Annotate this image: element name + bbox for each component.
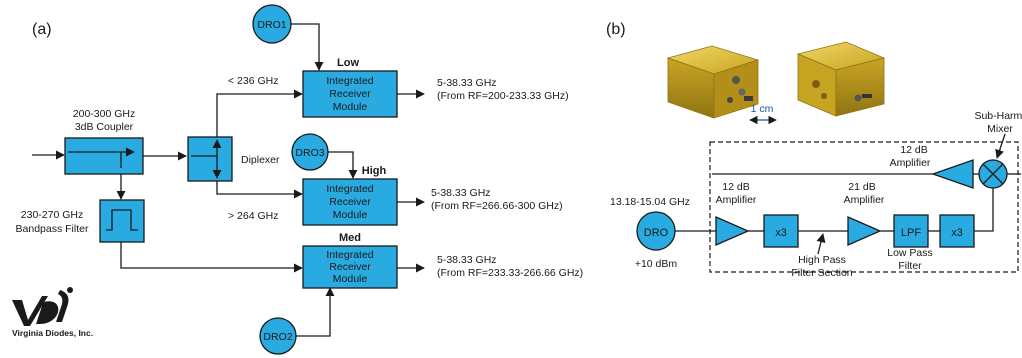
- coupler-label-1: 200-300 GHz: [73, 108, 135, 120]
- lpf-label: LPF: [901, 227, 921, 239]
- receiver-high-l1: Integrated: [326, 183, 373, 195]
- vdi-logo-mark: [12, 287, 73, 326]
- dro3-arrow: [328, 151, 358, 179]
- hpf-label-1: High Pass: [798, 254, 846, 266]
- receiver-photo-1: [666, 45, 760, 119]
- dro2-label: DRO2: [263, 331, 292, 343]
- panel-a-label: (a): [32, 21, 52, 38]
- bandpass-label-2: Bandpass Filter: [16, 223, 89, 235]
- receiver-med-l1: Integrated: [326, 249, 373, 261]
- receiver-high-out1: 5-38.33 GHz: [431, 187, 491, 199]
- receiver-low-out2: (From RF=200-233.33 GHz): [437, 90, 569, 102]
- hpf-label-2: Filter Section: [791, 267, 852, 279]
- amp-top-label-2: Amplifier: [890, 157, 931, 169]
- amp-top-label-1: 12 dB: [900, 144, 927, 156]
- mixer-cross-2: [982, 163, 1004, 185]
- low-branch-arrow: [216, 89, 303, 137]
- receiver-high-l2: Receiver: [329, 196, 371, 208]
- dro2-arrow: [296, 287, 335, 337]
- mult2-label: x3: [951, 227, 963, 239]
- amp2-triangle: [847, 216, 882, 246]
- receiver-med-l2: Receiver: [329, 261, 371, 273]
- coupler-block: [64, 137, 144, 175]
- receiver-high-l3: Module: [333, 209, 368, 221]
- amp1-label-1: 12 dB: [722, 181, 749, 193]
- bandpass-to-med-arrow: [120, 242, 303, 273]
- high-branch-label: > 264 GHz: [228, 210, 279, 222]
- panel-b-label: (b): [606, 21, 626, 38]
- receiver-med-out2: (From RF=233.33-266.66 GHz): [437, 267, 583, 279]
- amp2-label-1: 21 dB: [848, 181, 875, 193]
- amp2-label-2: Amplifier: [844, 194, 885, 206]
- receiver-high-tag: High: [362, 165, 387, 177]
- amp-top-triangle: [931, 159, 974, 189]
- diplexer-block: [187, 136, 233, 182]
- receiver-photo-2: [796, 41, 886, 117]
- vdi-logo-text: Virginia Diodes, Inc.: [12, 328, 93, 338]
- hpf-pointer: [816, 233, 826, 255]
- mult1-label: x3: [775, 227, 787, 239]
- mult2-block: [939, 214, 975, 248]
- bandpass-block: [99, 199, 145, 243]
- receiver-med-l3: Module: [333, 273, 368, 285]
- dro-label: DRO: [644, 227, 669, 239]
- receiver-low-l3: Module: [333, 101, 368, 113]
- lpf-caption-2: Filter: [898, 260, 922, 272]
- amp1-label-2: Amplifier: [716, 194, 757, 206]
- diplexer-label: Diplexer: [241, 154, 280, 166]
- mixer-pointer: [995, 133, 1006, 159]
- mixer-label-1: Sub-Harmonic: [974, 110, 1022, 122]
- scale-label: 1 cm: [751, 103, 774, 115]
- dro3-label: DRO3: [295, 147, 324, 159]
- coupler-label-2: 3dB Coupler: [75, 121, 134, 133]
- low-branch-label: < 236 GHz: [228, 75, 279, 87]
- dro1-arrow: [291, 23, 324, 71]
- receiver-low-l2: Receiver: [329, 88, 371, 100]
- lpf-caption-1: Low Pass: [887, 247, 933, 259]
- dro-freq-label: 13.18-15.04 GHz: [610, 196, 690, 208]
- dro1-label: DRO1: [257, 19, 286, 31]
- bandpass-label-1: 230-270 GHz: [21, 209, 83, 221]
- receiver-med-out1: 5-38.33 GHz: [437, 254, 497, 266]
- dro-power-label: +10 dBm: [635, 258, 678, 270]
- amp1-triangle: [715, 216, 750, 246]
- receiver-med-tag: Med: [339, 232, 361, 244]
- receiver-low-tag: Low: [337, 57, 359, 69]
- lo-chain-enclosure: [709, 141, 1019, 273]
- receiver-med-block: [302, 245, 398, 289]
- receiver-low-out1: 5-38.33 GHz: [437, 77, 497, 89]
- mult2-to-mixer-line: [974, 188, 994, 232]
- receiver-high-block: [302, 178, 398, 226]
- vdi-logo: Virginia Diodes, Inc.: [12, 287, 93, 338]
- bandpass-icon: [106, 209, 138, 231]
- receiver-high-out2: (From RF=266.66-300 GHz): [431, 200, 563, 212]
- mixer-label-2: Mixer: [987, 123, 1013, 135]
- high-branch-arrow: [216, 181, 303, 199]
- receiver-low-l1: Integrated: [326, 75, 373, 87]
